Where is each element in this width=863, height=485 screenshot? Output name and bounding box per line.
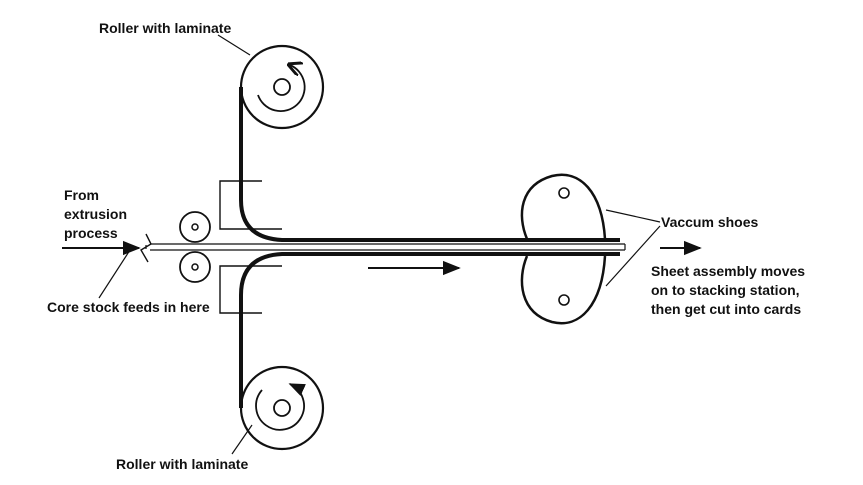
sheet-assembly-line-2: on to stacking station,	[651, 282, 800, 298]
top-roller	[239, 44, 325, 130]
bottom-roller-label: Roller with laminate	[116, 456, 249, 472]
sheet-assembly-line-3: then get cut into cards	[651, 301, 802, 317]
top-roller-label: Roller with laminate	[99, 20, 232, 36]
leader-lines	[98, 34, 661, 455]
from-extrusion-line-2: extrusion	[64, 206, 128, 222]
from-extrusion-line-1: From	[64, 187, 99, 203]
clockwise-arrow-icon	[255, 383, 306, 431]
from-extrusion-label: From extrusion process	[64, 186, 127, 243]
vacuum-shoes	[520, 173, 620, 325]
vaccum-shoes-label: Vaccum shoes	[661, 214, 759, 230]
pinch-rollers	[179, 211, 211, 283]
core-stock-label: Core stock feeds in here	[47, 299, 210, 315]
guide-brackets	[219, 180, 282, 314]
sheet-assembly-line-1: Sheet assembly moves	[651, 263, 806, 279]
core-stock	[140, 233, 626, 263]
sheet-assembly-label: Sheet assembly moves on to stacking stat…	[651, 262, 805, 319]
from-extrusion-line-3: process	[64, 225, 118, 241]
counterclockwise-arrow-icon	[257, 65, 306, 112]
bottom-roller	[239, 365, 325, 451]
